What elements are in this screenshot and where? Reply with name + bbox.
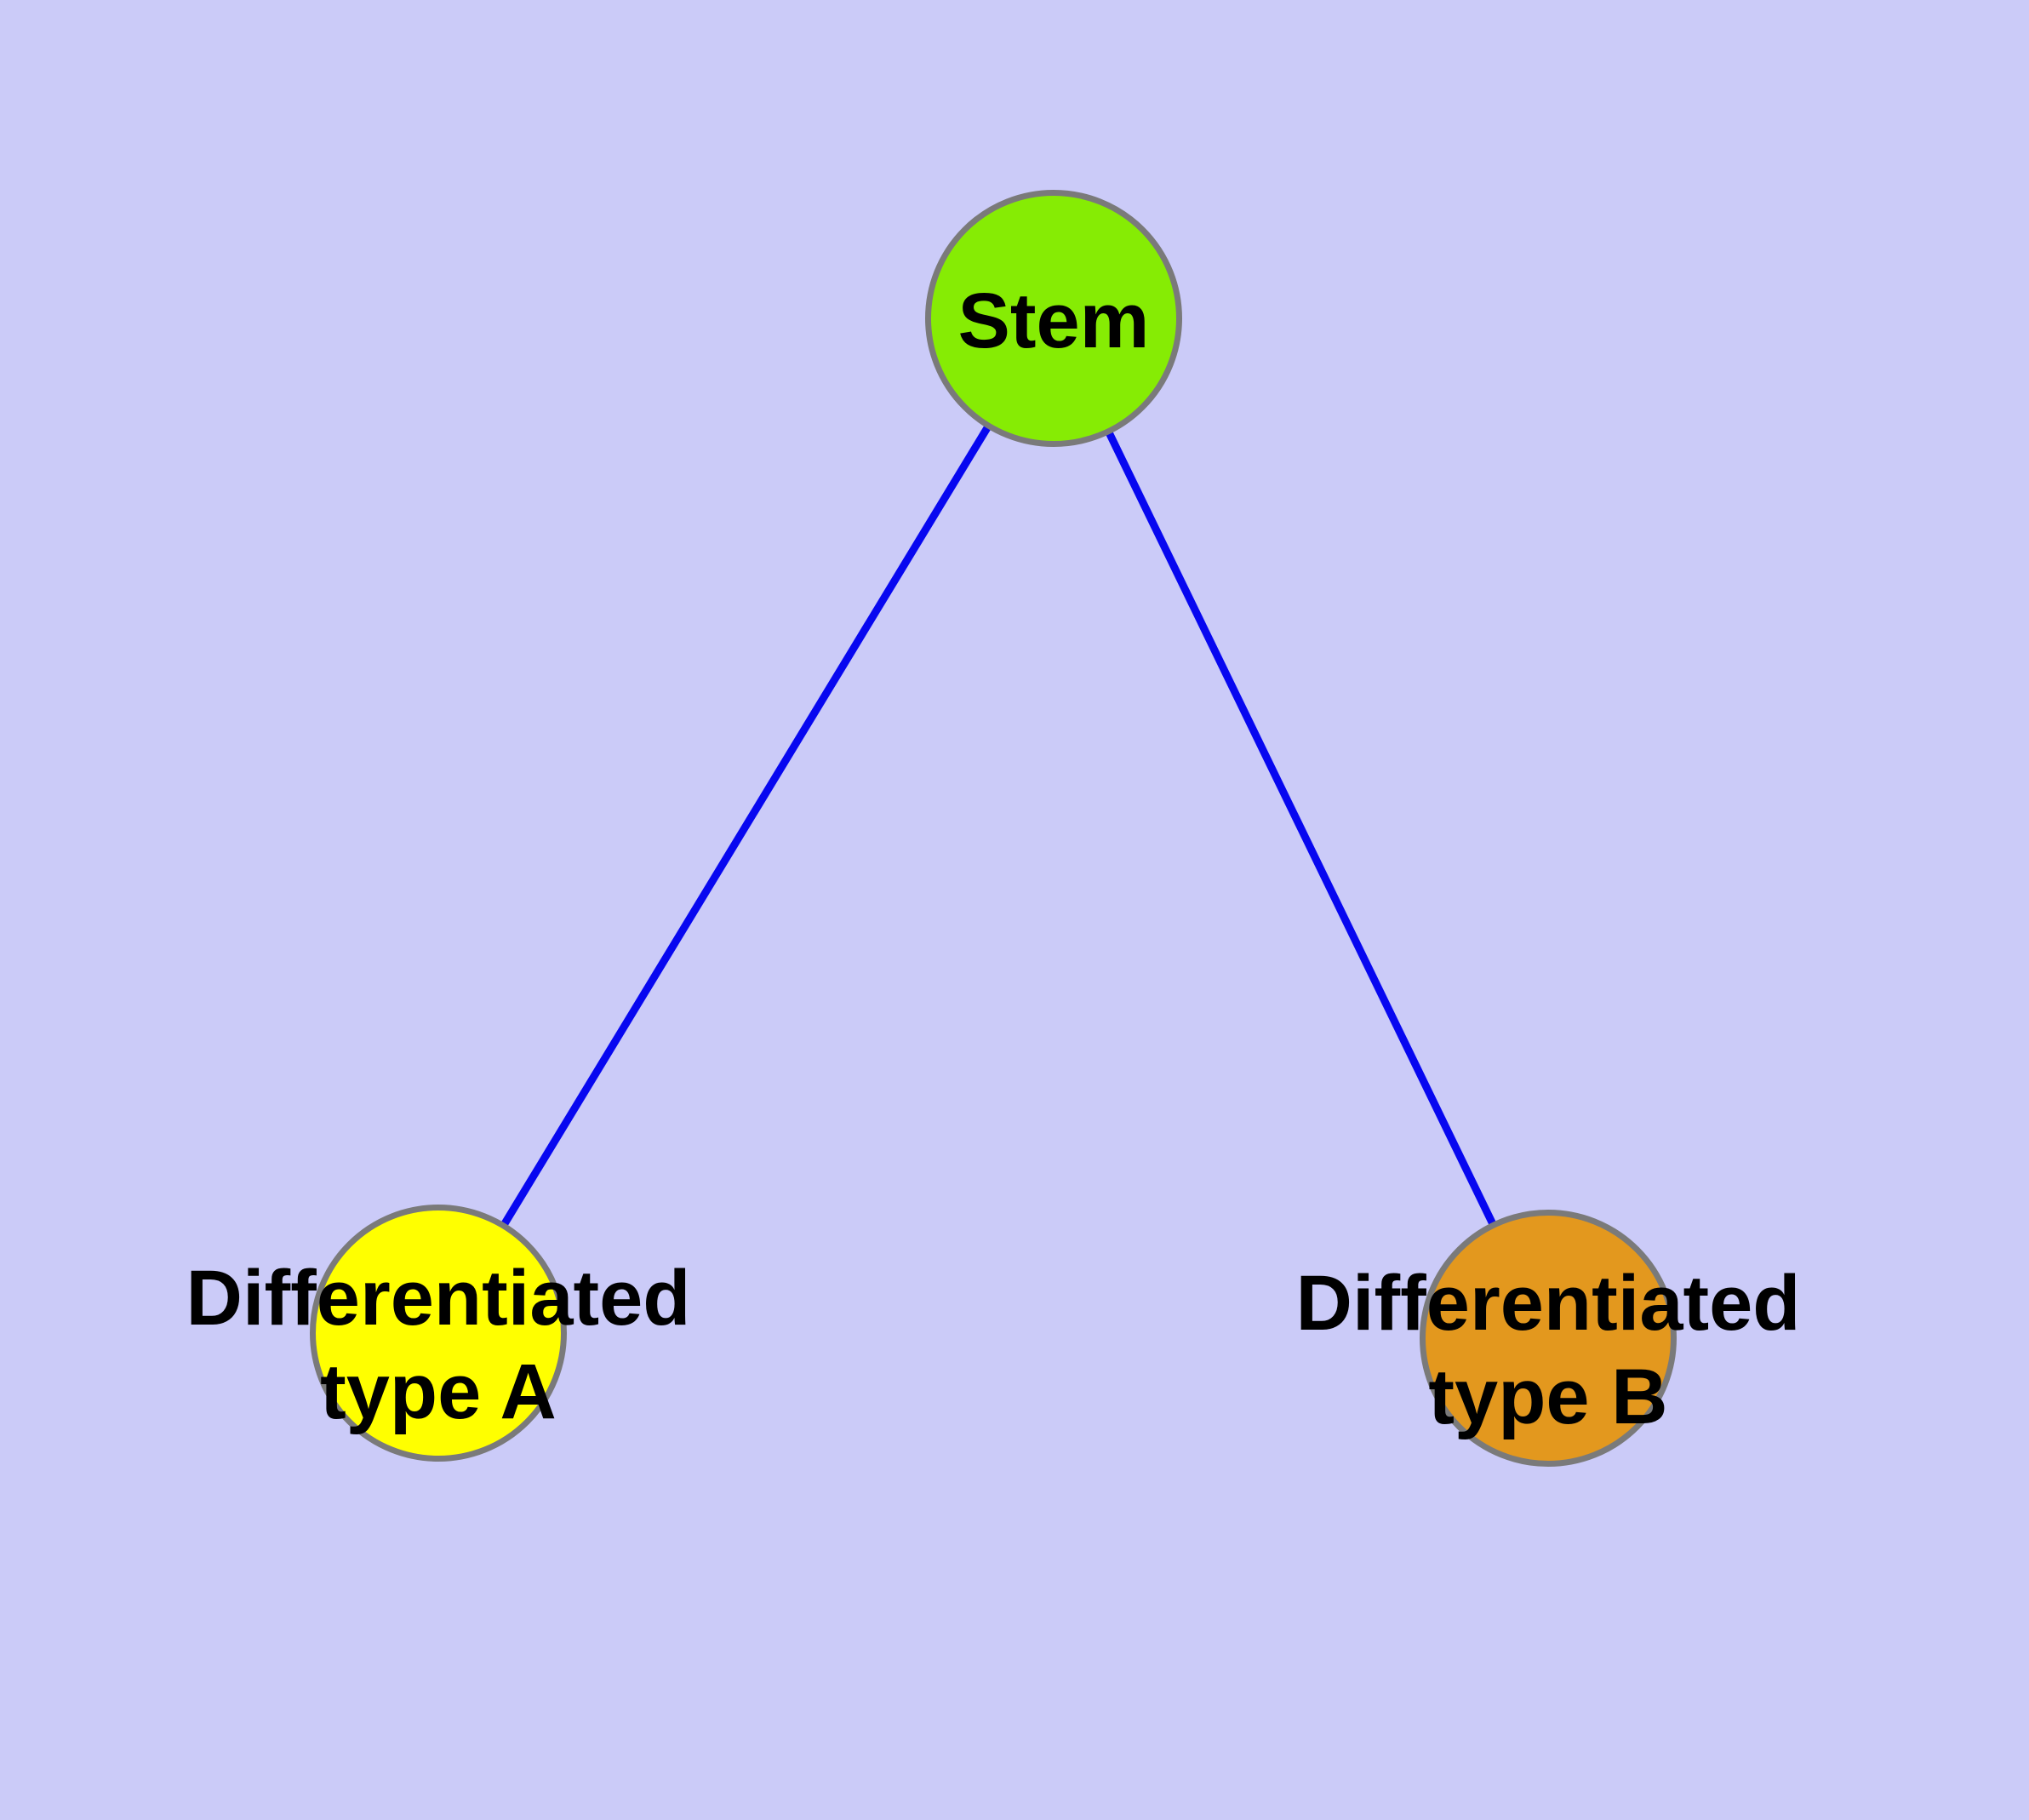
edge-stem-to-type-b (1049, 317, 1552, 1340)
node-type-a-label-line-2: type A (320, 1348, 557, 1435)
node-differentiated-type-a[interactable]: Differentiated type A (186, 1205, 690, 1462)
node-differentiated-type-b[interactable]: Differentiated type B (1296, 1210, 1800, 1467)
node-type-b-label-line-2: type B (1428, 1354, 1668, 1440)
node-stem-label-line: Stem (957, 278, 1150, 364)
edge-stem-to-type-a (435, 316, 1057, 1336)
node-type-b-label-line-1: Differentiated (1295, 1260, 1801, 1347)
node-stem[interactable]: Stem (925, 190, 1182, 447)
node-type-a-label-line-1: Differentiated (186, 1255, 691, 1342)
node-stem-label: Stem (958, 274, 1150, 368)
node-differentiated-type-b-label: Differentiated type B (1296, 1256, 1801, 1444)
node-differentiated-type-a-label: Differentiated type A (186, 1251, 691, 1439)
